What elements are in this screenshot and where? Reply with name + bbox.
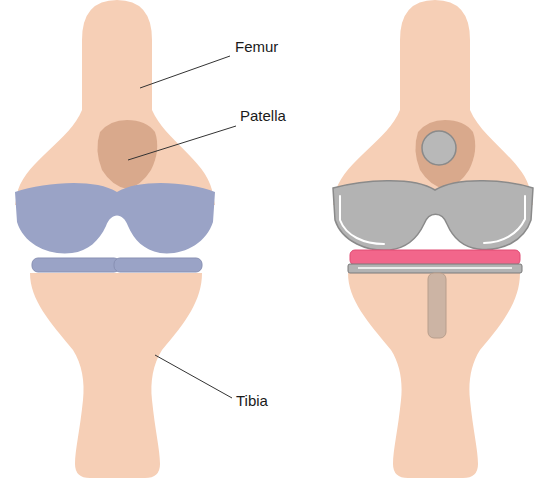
meniscus-right <box>114 258 202 272</box>
tray-highlight <box>358 267 512 269</box>
tibial-tray <box>348 264 522 273</box>
femur-bone <box>333 0 533 205</box>
patella-bone <box>415 120 475 189</box>
component-highlight <box>340 196 384 244</box>
part-label: Femur <box>235 38 278 56</box>
replaced-knee <box>333 0 533 478</box>
tibial-stem <box>428 273 446 338</box>
patella-button <box>422 131 456 165</box>
patella-bone <box>97 120 157 189</box>
leader-line <box>128 126 236 160</box>
component-highlight <box>484 196 525 243</box>
tibial-insert <box>350 250 520 265</box>
tibia-bone <box>348 273 520 478</box>
leader-line <box>155 355 232 398</box>
tibia-bone <box>30 273 202 478</box>
leader-line <box>140 56 230 88</box>
meniscus-left <box>32 258 120 272</box>
part-label: Tibia <box>236 392 268 410</box>
femoral-component <box>333 181 533 251</box>
femur-cartilage <box>15 183 215 254</box>
part-label: Patella <box>240 107 286 125</box>
femur-bone <box>15 0 215 205</box>
